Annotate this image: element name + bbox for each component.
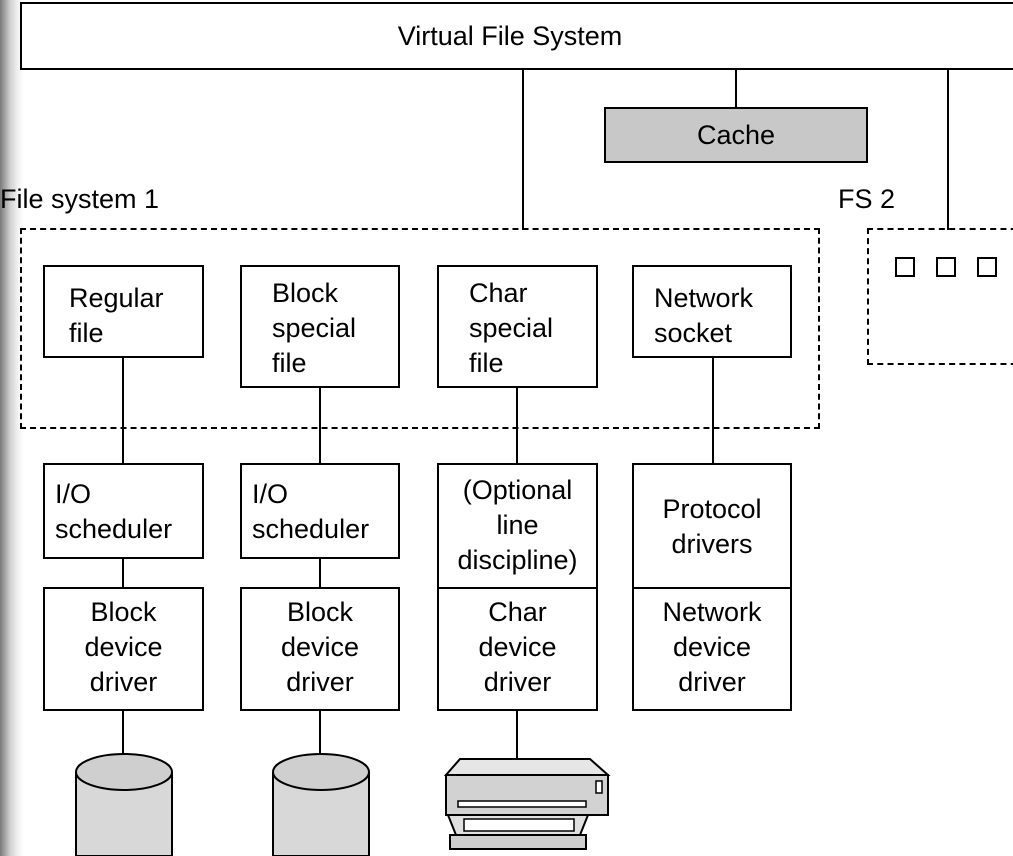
connector-col1-a (122, 358, 124, 464)
fs2-square-icon (895, 257, 915, 277)
connector-col3-a (516, 388, 518, 464)
fs2-square-icon (977, 257, 997, 277)
disk-icon (75, 753, 173, 856)
protocol-drivers-box: Protocol drivers (632, 463, 792, 589)
fs2-region (867, 228, 1013, 365)
block-device-driver-box-2: Block device driver (240, 587, 400, 711)
block-device-driver-box-1: Block device driver (43, 587, 204, 711)
cache-box: Cache (604, 107, 868, 163)
block-special-file-box: Block special file (240, 265, 400, 388)
connector-vfs-fs2 (947, 70, 949, 230)
line-discipline-box: (Optional line discipline) (437, 463, 598, 589)
fs2-label: FS 2 (838, 184, 896, 214)
regular-file-box: Regular file (43, 265, 204, 358)
disk-icon (272, 753, 370, 856)
connector-col2-b (319, 558, 321, 588)
connector-col4-a (712, 358, 714, 464)
vfs-label: Virtual File System (397, 20, 623, 51)
vfs-box: Virtual File System (20, 2, 1013, 70)
io-scheduler-box-1: I/O scheduler (43, 463, 204, 559)
connector-col2-a (319, 388, 321, 464)
connector-vfs-cache (735, 70, 737, 108)
connector-vfs-fs1 (522, 70, 524, 230)
char-device-driver-box: Char device driver (437, 587, 598, 711)
fs1-label: File system 1 (0, 184, 160, 214)
fs2-square-icon (936, 257, 956, 277)
cache-label: Cache (696, 119, 776, 150)
connector-col1-b (122, 558, 124, 588)
network-socket-box: Network socket (632, 265, 792, 358)
fs1-region (20, 228, 820, 429)
connector-col3-c (516, 710, 518, 760)
connector-col2-c (319, 710, 321, 756)
char-special-file-box: Char special file (437, 265, 598, 388)
io-scheduler-box-2: I/O scheduler (240, 463, 400, 559)
connector-col1-c (122, 710, 124, 756)
printer-icon (443, 758, 611, 850)
network-device-driver-box: Network device driver (632, 587, 792, 711)
